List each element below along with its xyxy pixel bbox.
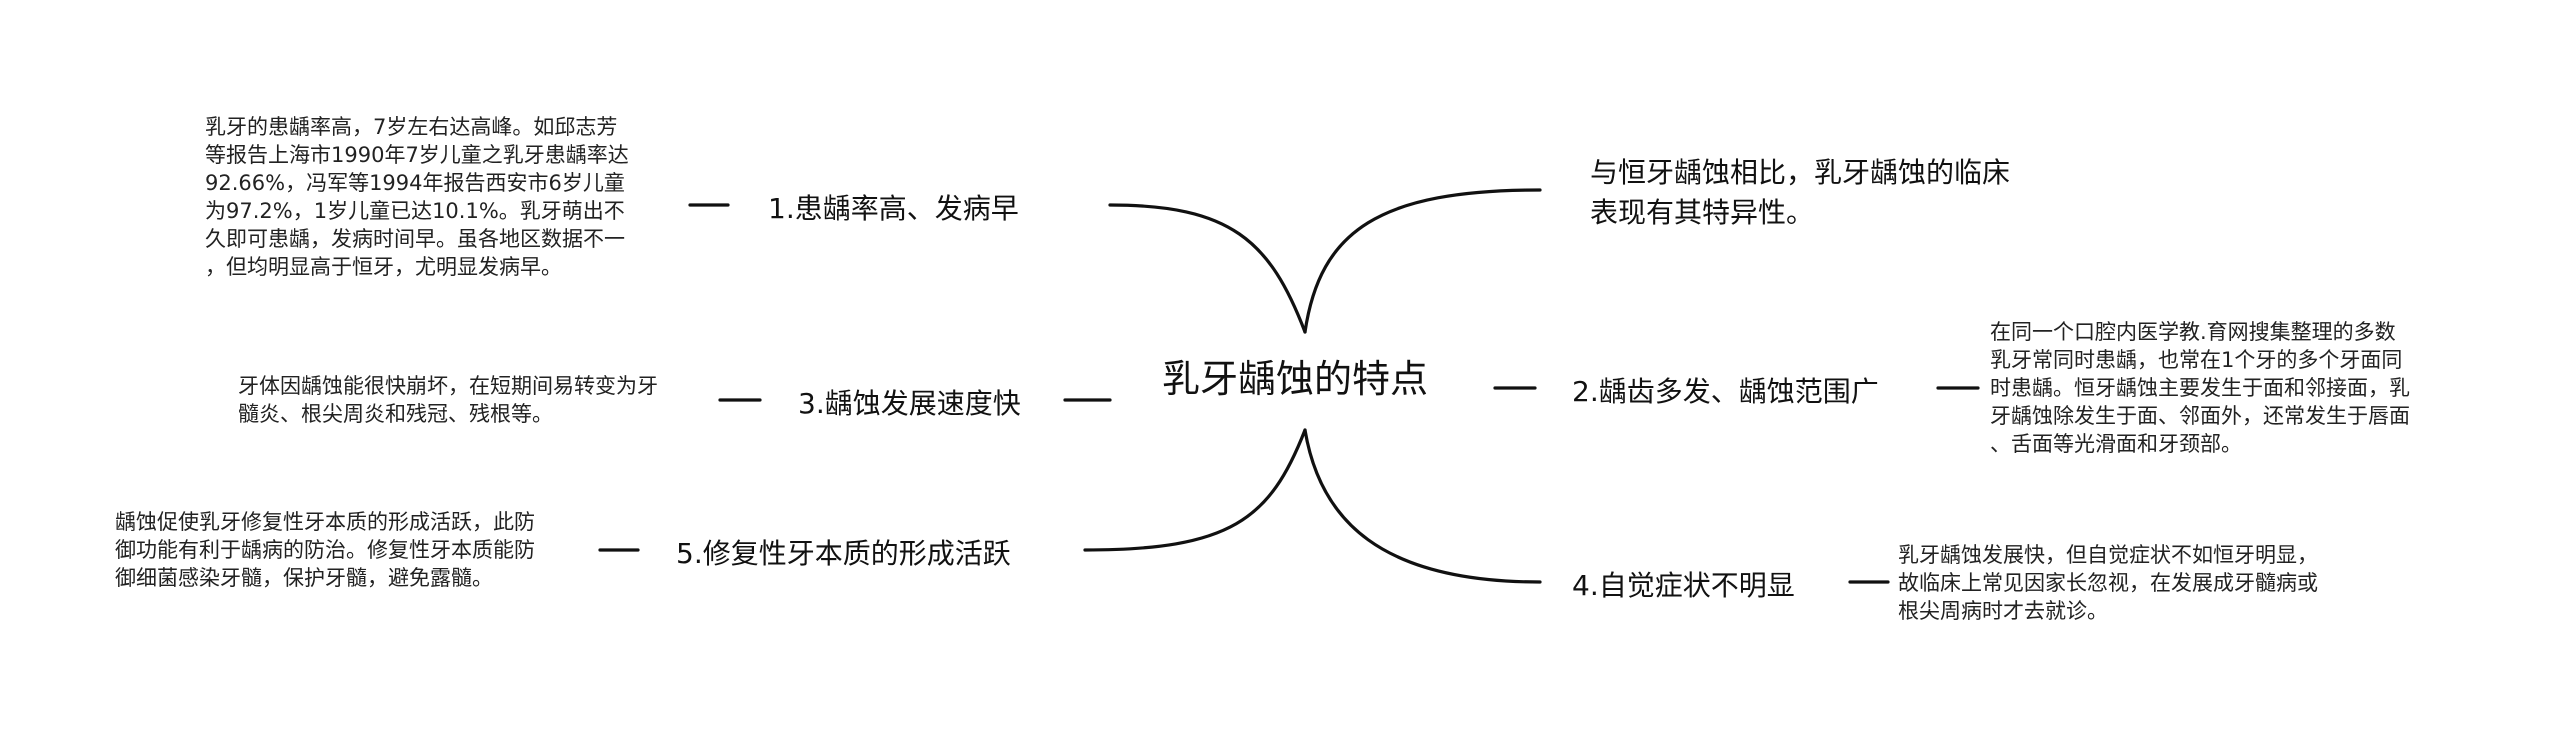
- connector-center-to-branch-1: [1108, 203, 1307, 334]
- branch-5-detail: 龋蚀促使乳牙修复性牙本质的形成活跃，此防 御功能有利于龋病的防治。修复性牙本质能…: [115, 508, 535, 592]
- detail-line: 龋蚀促使乳牙修复性牙本质的形成活跃，此防: [115, 510, 535, 534]
- branch-intro-line-1: 与恒牙龋蚀相比，乳牙龋蚀的临床: [1590, 156, 2011, 189]
- branch-3-label[interactable]: 3.龋蚀发展速度快: [798, 387, 1021, 420]
- branch-1-detail: 乳牙的患龋率高，7岁左右达高峰。如邱志芳 等报告上海市1990年7岁儿童之乳牙患…: [205, 113, 629, 281]
- detail-line: 在同一个口腔内医学教.育网搜集整理的多数: [1990, 320, 2396, 344]
- branch-1-label[interactable]: 1.患龋率高、发病早: [768, 192, 1019, 225]
- branch-2-label[interactable]: 2.龋齿多发、龋蚀范围广: [1572, 375, 1879, 408]
- branch-2-detail: 在同一个口腔内医学教.育网搜集整理的多数 乳牙常同时患龋，也常在1个牙的多个牙面…: [1990, 318, 2410, 458]
- detail-line: 故临床上常见因家长忽视，在发展成牙髓病或: [1898, 571, 2318, 595]
- branch-5-label[interactable]: 5.修复性牙本质的形成活跃: [676, 537, 1011, 570]
- branch-intro-line-2: 表现有其特异性。: [1590, 196, 1815, 229]
- detail-line: 久即可患龋，发病时间早。虽各地区数据不一: [205, 227, 625, 251]
- branch-intro-label[interactable]: 与恒牙龋蚀相比，乳牙龋蚀的临床 表现有其特异性。: [1590, 153, 2010, 233]
- detail-line: 乳牙的患龋率高，7岁左右达高峰。如邱志芳: [205, 115, 618, 139]
- detail-line: 根尖周病时才去就诊。: [1898, 599, 2108, 623]
- detail-line: 乳牙常同时患龋，也常在1个牙的多个牙面同: [1990, 348, 2403, 372]
- branch-4-label[interactable]: 4.自觉症状不明显: [1572, 569, 1795, 602]
- detail-line: 御细菌感染牙髓，保护牙髓，避免露髓。: [115, 566, 493, 590]
- detail-line: 、舌面等光滑面和牙颈部。: [1990, 432, 2242, 456]
- detail-line: 等报告上海市1990年7岁儿童之乳牙患龋率达: [205, 143, 629, 167]
- detail-line: 牙龋蚀除发生于面、邻面外，还常发生于唇面: [1990, 404, 2410, 428]
- detail-line: ，但均明显高于恒牙，尤明显发病早。: [205, 255, 562, 279]
- detail-line: 乳牙龋蚀发展快，但自觉症状不如恒牙明显，: [1898, 543, 2318, 567]
- detail-line: 为97.2%，1岁儿童已达10.1%。乳牙萌出不: [205, 199, 625, 223]
- branch-4-detail: 乳牙龋蚀发展快，但自觉症状不如恒牙明显， 故临床上常见因家长忽视，在发展成牙髓病…: [1898, 541, 2318, 625]
- branch-3-detail: 牙体因龋蚀能很快崩坏，在短期间易转变为牙 髓炎、根尖周炎和残冠、残根等。: [238, 372, 658, 428]
- connector-center-to-branch-intro: [1303, 188, 1542, 334]
- detail-line: 92.66%，冯军等1994年报告西安市6岁儿童: [205, 171, 625, 195]
- detail-line: 牙体因龋蚀能很快崩坏，在短期间易转变为牙: [238, 374, 658, 398]
- detail-line: 时患龋。恒牙龋蚀主要发生于面和邻接面，乳: [1990, 376, 2410, 400]
- center-topic[interactable]: 乳牙龋蚀的特点: [1162, 357, 1429, 401]
- connector-center-to-branch-4: [1303, 428, 1542, 584]
- detail-line: 髓炎、根尖周炎和残冠、残根等。: [238, 402, 553, 426]
- detail-line: 御功能有利于龋病的防治。修复性牙本质能防: [115, 538, 535, 562]
- connector-center-to-branch-5: [1083, 428, 1307, 552]
